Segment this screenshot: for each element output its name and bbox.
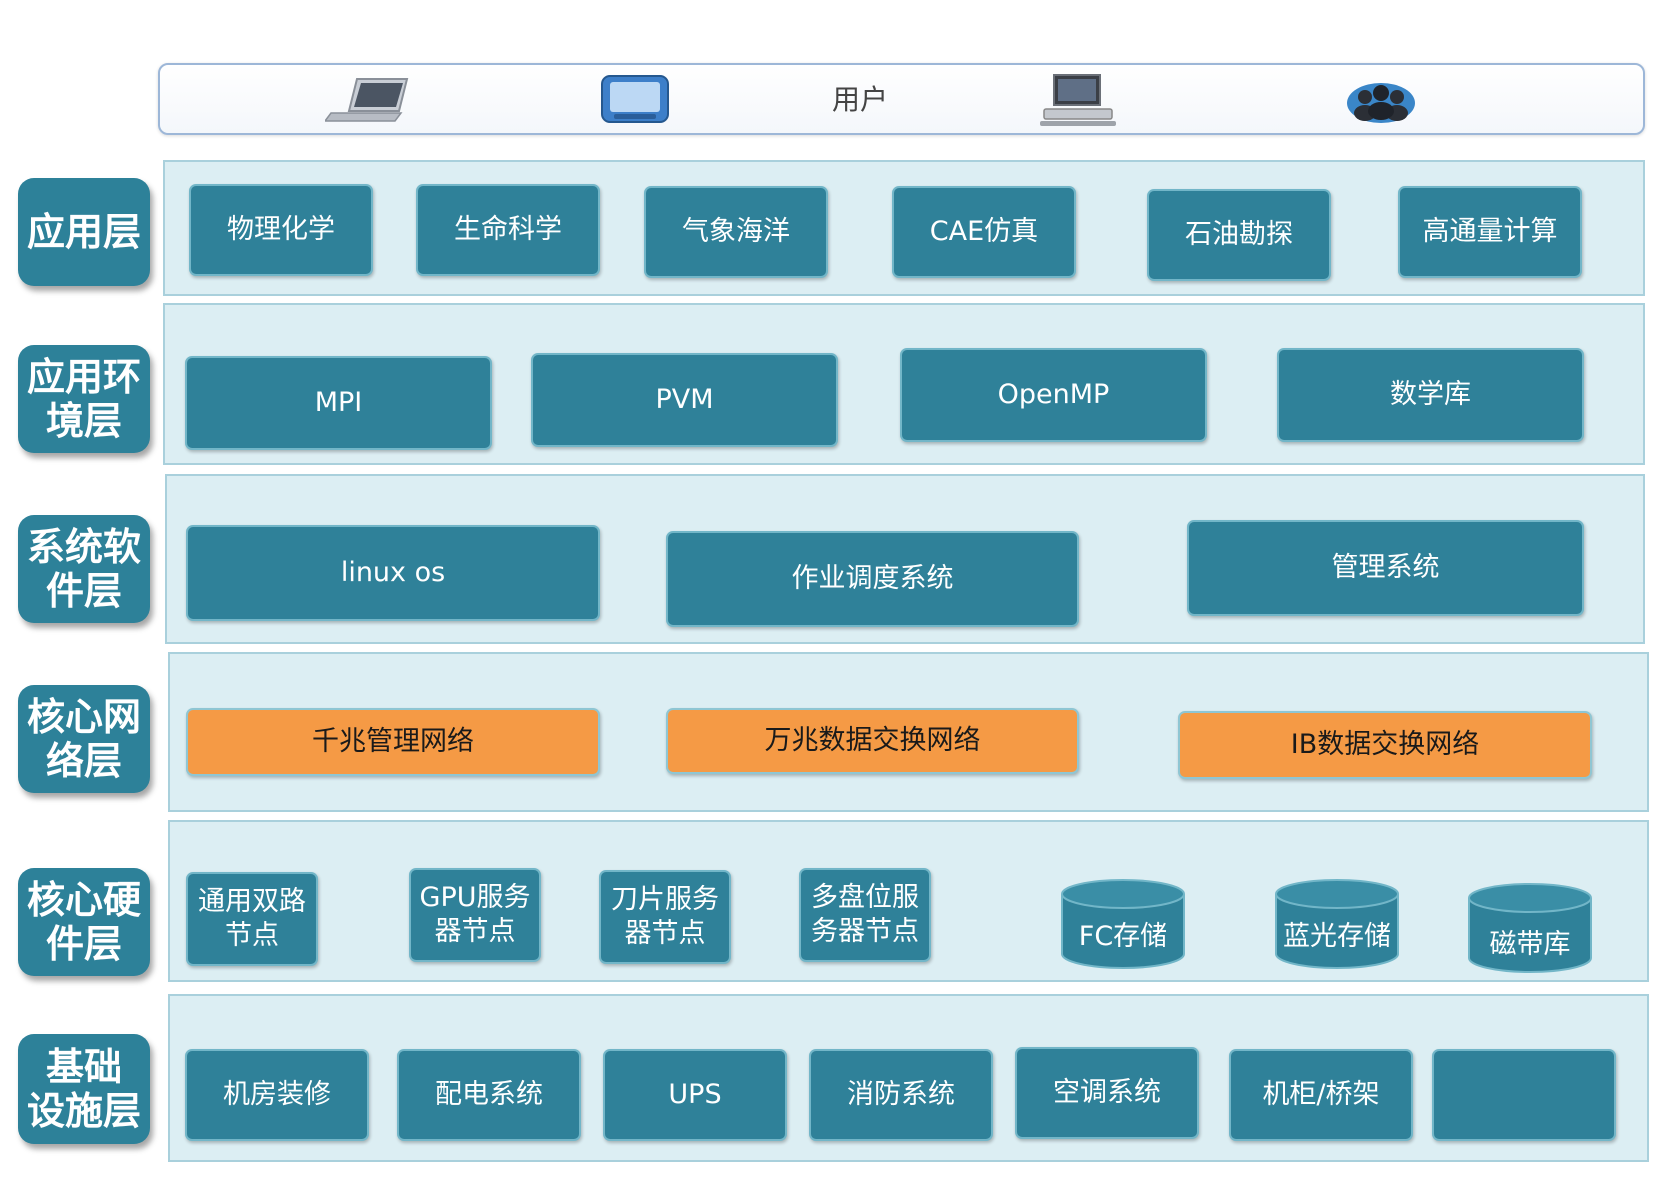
app-meteorology-ocean: 气象海洋: [644, 186, 828, 278]
sys-linux-os: linux os: [186, 525, 600, 621]
hw-multi-disk-server-node: 多盘位服 务器节点: [799, 868, 931, 962]
tablet-icon: [600, 72, 670, 128]
app-cae-simulation: CAE仿真: [892, 186, 1076, 278]
env-mpi: MPI: [185, 356, 492, 450]
app-high-throughput: 高通量计算: [1398, 186, 1582, 278]
layer-label-app-env: 应用环 境层: [18, 345, 150, 453]
hw-fc-storage-cylinder: FC存储: [1060, 878, 1186, 970]
infra-empty-box: [1432, 1049, 1616, 1141]
app-life-science: 生命科学: [416, 184, 600, 276]
hw-tape-library-cylinder: 磁带库: [1467, 882, 1593, 974]
laptop-icon: [323, 75, 415, 125]
app-physical-chemistry: 物理化学: [189, 184, 373, 276]
hw-tape-library-label: 磁带库: [1489, 929, 1571, 960]
infra-air-conditioning: 空调系统: [1015, 1047, 1199, 1139]
env-math-library: 数学库: [1277, 348, 1584, 442]
infra-room-decoration: 机房装修: [185, 1049, 369, 1141]
hw-fc-storage-label: FC存储: [1078, 921, 1168, 952]
layer-label-application: 应用层: [18, 178, 150, 286]
layer-label-infrastructure: 基础 设施层: [18, 1034, 150, 1144]
desktop-computer-icon: [1040, 73, 1116, 127]
hw-dual-socket-node: 通用双路 节点: [186, 872, 318, 966]
net-10g-data-exchange: 万兆数据交换网络: [666, 708, 1079, 774]
infra-fire-protection: 消防系统: [809, 1049, 993, 1141]
infra-cabinet-bridge: 机柜/桥架: [1229, 1049, 1413, 1141]
sys-management-system: 管理系统: [1187, 520, 1584, 616]
layer-label-system-software: 系统软 件层: [18, 515, 150, 623]
layer-label-core-hardware: 核心硬 件层: [18, 868, 150, 976]
infra-power-distribution: 配电系统: [397, 1049, 581, 1141]
env-pvm: PVM: [531, 353, 838, 447]
infra-ups: UPS: [603, 1049, 787, 1141]
hw-bluray-storage-label: 蓝光存储: [1283, 921, 1391, 952]
net-gigabit-management: 千兆管理网络: [186, 708, 600, 776]
user-label: 用户: [831, 83, 888, 116]
sys-job-scheduler: 作业调度系统: [666, 531, 1079, 627]
app-oil-exploration: 石油勘探: [1147, 189, 1331, 281]
net-ib-data-exchange: IB数据交换网络: [1178, 711, 1592, 779]
user-group-icon: [1345, 75, 1417, 125]
env-openmp: OpenMP: [900, 348, 1207, 442]
hw-gpu-server-node: GPU服务 器节点: [409, 868, 541, 962]
hw-blade-server-node: 刀片服务 器节点: [599, 870, 731, 964]
layer-label-core-network: 核心网 络层: [18, 685, 150, 793]
hw-bluray-storage-cylinder: 蓝光存储: [1274, 878, 1400, 970]
